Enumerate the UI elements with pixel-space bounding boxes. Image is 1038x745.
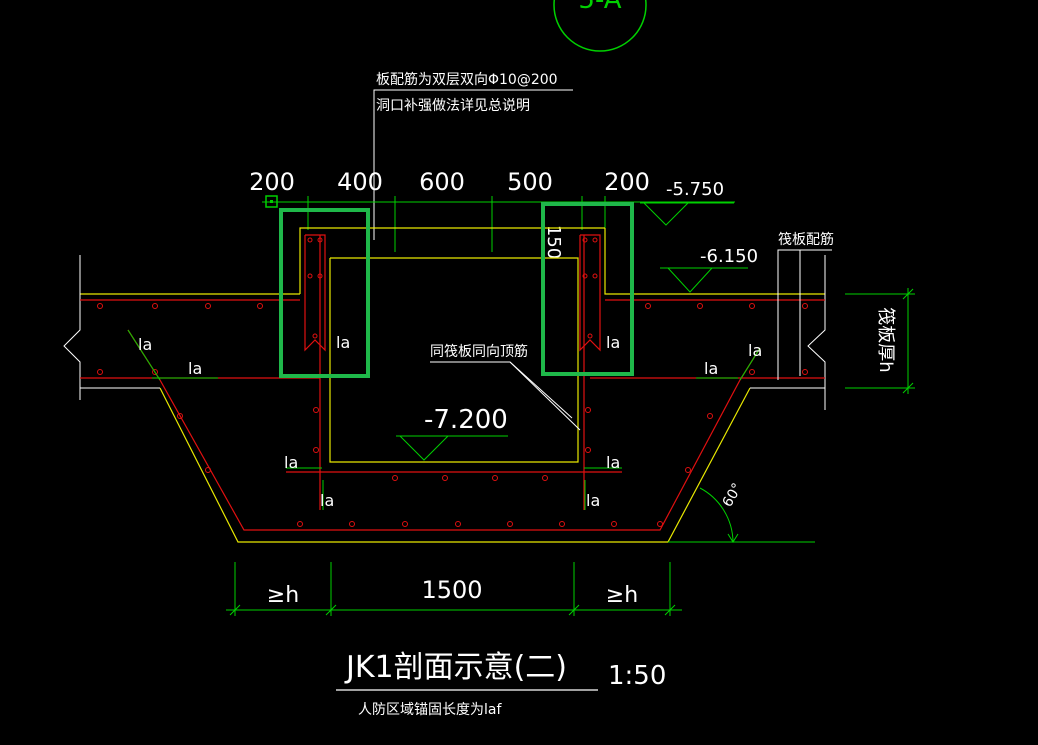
la-label: la	[138, 335, 152, 354]
dim-top-1: 200	[249, 168, 295, 196]
detail-marker-label: 5-A	[578, 0, 621, 15]
angle-label: 60°	[720, 480, 746, 510]
slab-boundary	[63, 255, 826, 410]
elevation-top-marker	[640, 202, 734, 226]
la-label: la	[336, 333, 350, 352]
la-label: la	[606, 453, 620, 472]
raft-thickness-dim	[845, 288, 915, 394]
dim-side: 150	[543, 225, 564, 259]
snap-marker-dot	[270, 200, 273, 203]
snap-marker	[265, 195, 278, 208]
drawing-footnote: 人防区域锚固长度为laf	[358, 702, 502, 718]
rebar-lines	[80, 234, 825, 531]
la-label: la	[284, 453, 298, 472]
dim-top-4: 500	[507, 168, 553, 196]
elevation-top: -5.750	[666, 179, 724, 200]
dim-top-2: 400	[337, 168, 383, 196]
raft-thickness-label: 筏板厚h	[875, 307, 896, 372]
slab-reinforcement-note: 板配筋为双层双向Φ10@200	[376, 71, 558, 88]
la-label: la	[704, 359, 718, 378]
drawing-title: JK1剖面示意(二)	[344, 650, 567, 685]
elevation-raft-marker	[660, 267, 748, 293]
raft-reinforcement-note: 筏板配筋	[778, 231, 834, 248]
drawing-scale: 1:50	[608, 661, 666, 691]
highlight-box-right	[541, 202, 634, 376]
slab-note	[373, 89, 573, 240]
anchorage-lines	[127, 329, 761, 510]
raft-top-note-leader	[430, 361, 581, 431]
angle-arc	[668, 487, 815, 543]
la-label: la	[748, 341, 762, 360]
la-label: la	[606, 333, 620, 352]
la-label: la	[586, 491, 600, 510]
elevation-bottom: -7.200	[424, 405, 508, 435]
same-as-raft-note: 同筏板同向顶筋	[430, 343, 528, 360]
dim-bottom-2: 1500	[421, 576, 482, 604]
raft-note-leader	[777, 249, 832, 380]
bottom-dimension-line	[226, 562, 682, 616]
opening-reinforcement-note: 洞口补强做法详见总说明	[376, 98, 530, 114]
la-label: la	[320, 491, 334, 510]
dim-bottom-3: ≥h	[606, 583, 638, 608]
elevation-raft: -6.150	[700, 246, 758, 267]
rebar-dots	[97, 237, 808, 527]
la-label: la	[188, 359, 202, 378]
highlight-box-left	[279, 208, 370, 378]
dim-bottom-1: ≥h	[267, 583, 299, 608]
detail-marker: 5-A	[553, 0, 647, 52]
top-dimension-line	[262, 196, 735, 252]
pit-outline	[80, 227, 825, 543]
dim-top-5: 200	[604, 168, 650, 196]
elevation-bottom-marker	[396, 435, 508, 461]
dim-top-3: 600	[419, 168, 465, 196]
